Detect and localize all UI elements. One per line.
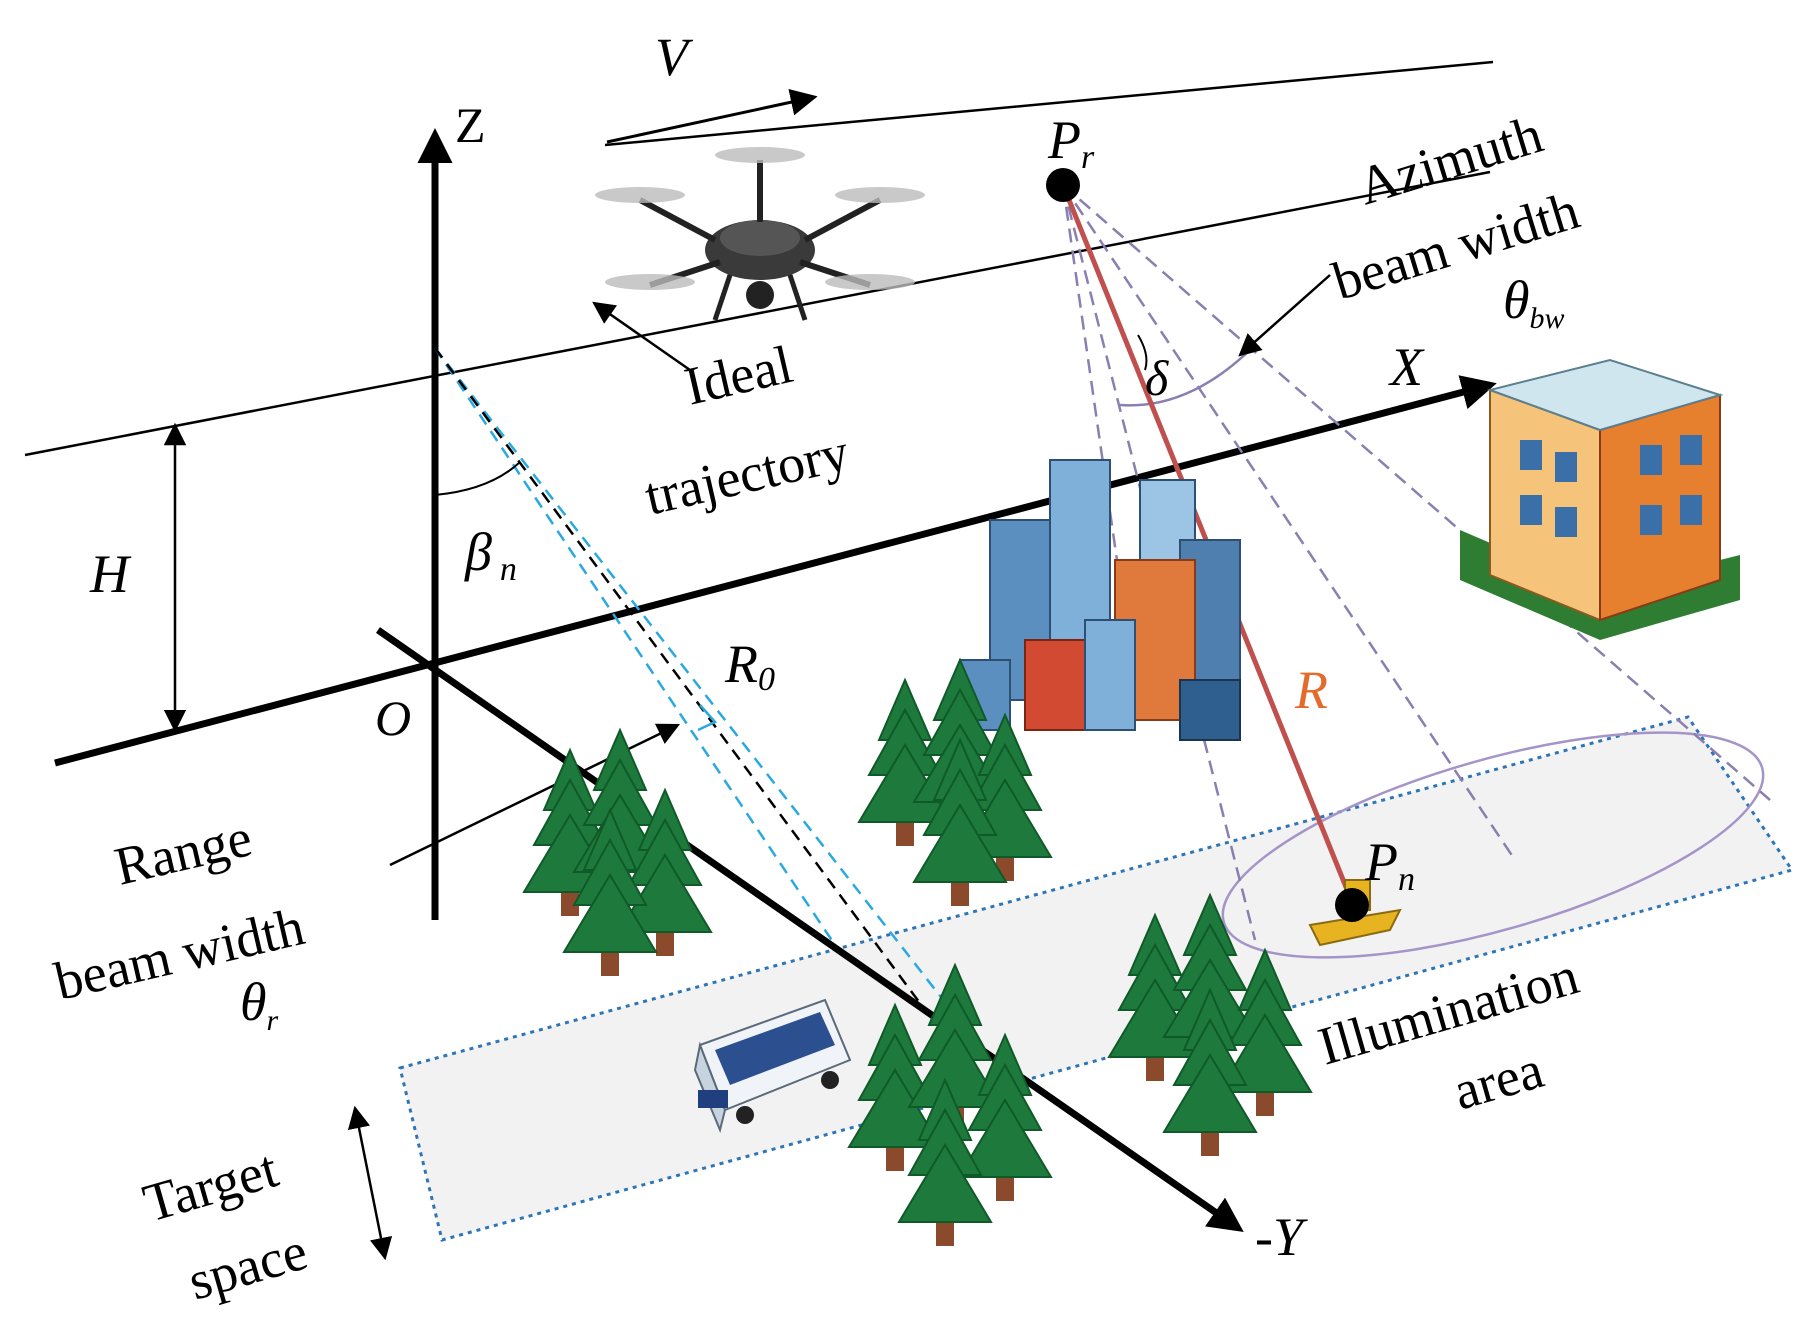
target-point-main: P	[1364, 832, 1398, 892]
trajectory-line-upper	[604, 60, 1494, 147]
target-point-sub: n	[1398, 861, 1415, 898]
azimuth-beam-center	[1061, 184, 1517, 861]
height-label: H	[89, 544, 132, 604]
tree-group-1	[523, 729, 712, 977]
r0-label: R0	[724, 634, 775, 698]
radar-point-sub: r	[1081, 139, 1095, 176]
ideal-trajectory-pointer	[592, 301, 691, 372]
beta-main: β	[464, 522, 492, 582]
azimuth-pointer	[1238, 274, 1331, 357]
beam-footprint-ellipse	[1221, 731, 1765, 959]
target-point-label: Pn	[1364, 832, 1415, 898]
range-symbol-sub: r	[267, 1004, 279, 1037]
x-axis-label: X	[1388, 337, 1425, 397]
range-beam-center	[433, 347, 927, 1011]
azimuth-beam-line-1	[1061, 184, 1257, 941]
range-r-label: R	[1294, 660, 1328, 720]
z-axis-label: Z	[455, 97, 486, 153]
illumination-line2: area	[1447, 1039, 1550, 1121]
city-buildings-icon	[959, 459, 1241, 741]
range-beam-line-2	[434, 347, 991, 1061]
velocity-arrow	[606, 88, 818, 144]
ideal-trajectory-line2: trajectory	[639, 422, 854, 527]
radar-point-label: Pr	[1047, 110, 1095, 176]
target-point-pn	[1335, 888, 1369, 922]
r0-sub: 0	[758, 661, 775, 698]
radar-point-pr	[1046, 168, 1080, 202]
delta-label: δ	[1145, 350, 1169, 406]
delta-angle-arc	[1137, 334, 1148, 371]
origin-label: O	[375, 690, 411, 746]
range-beam-line1: Range	[109, 807, 257, 896]
bus-icon	[693, 998, 852, 1134]
ideal-trajectory-line1: Ideal	[679, 334, 798, 417]
range-symbol: θr	[240, 972, 279, 1037]
r0-right-angle	[697, 704, 718, 732]
range-symbol-main: θ	[240, 972, 267, 1032]
y-axis	[376, 627, 1244, 1232]
radar-point-main: P	[1047, 110, 1081, 170]
target-space-line1: Target	[137, 1138, 284, 1233]
range-beam-line2: beam width	[49, 896, 309, 1011]
apartment-building-icon	[1460, 358, 1740, 640]
target-space-line2: space	[182, 1221, 314, 1312]
azimuth-beam-line-2	[1062, 184, 1771, 801]
velocity-label: V	[655, 27, 694, 87]
azimuth-symbol-main: θ	[1503, 270, 1530, 330]
trajectory-line	[24, 170, 1491, 457]
beta-angle-arc	[434, 461, 521, 496]
y-axis-label: -Y	[1255, 1207, 1308, 1267]
range-beam-pointer	[389, 723, 681, 867]
target-space-arrow	[347, 1105, 393, 1261]
azimuth-angle-arc	[1119, 344, 1256, 407]
r0-main: R	[724, 634, 758, 694]
x-axis	[54, 375, 1497, 767]
azimuth-symbol-sub: bw	[1530, 302, 1565, 335]
azimuth-symbol: θbw	[1503, 270, 1565, 335]
drone-icon	[595, 147, 925, 321]
beta-sub: n	[500, 551, 517, 588]
